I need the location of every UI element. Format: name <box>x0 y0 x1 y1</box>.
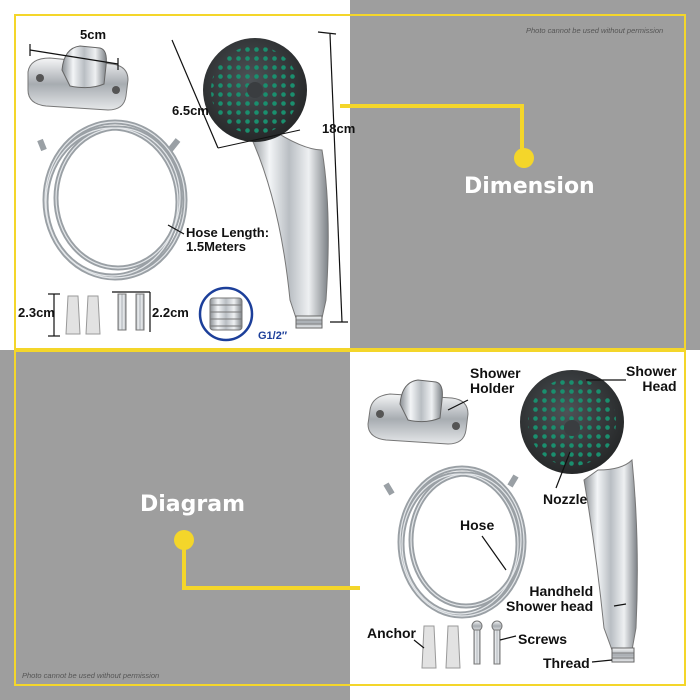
dimension-connector <box>340 104 524 158</box>
anchor-length-label: 2.3cm <box>18 305 55 320</box>
dimension-title: Dimension <box>464 174 595 199</box>
screws-image-top <box>112 291 151 332</box>
total-length-label: 18cm <box>322 121 356 136</box>
shower-head-label: Shower Head <box>626 363 677 394</box>
shower-head-image-bottom <box>520 370 638 663</box>
screws-label: Screws <box>518 631 568 647</box>
thread-label: Thread <box>543 655 590 671</box>
watermark-bottom: Photo cannot be used without permission <box>22 671 160 680</box>
shower-holder-label: Shower Holder <box>470 365 521 396</box>
holder-image-top <box>27 45 129 111</box>
dimension-label-panel <box>350 0 700 350</box>
head-width-line <box>171 39 219 149</box>
diagram-title: Diagram <box>140 492 246 517</box>
screw-length-label: 2.2cm <box>152 305 189 320</box>
anchor-label: Anchor <box>367 625 416 641</box>
diagram-connector <box>182 540 360 590</box>
watermark-top: Photo cannot be used without permission <box>526 26 664 35</box>
hose-length-label: Hose Length: 1.5Meters <box>186 225 270 254</box>
thread-fitting-image <box>198 286 254 342</box>
total-length-line <box>329 33 343 323</box>
hose-image-top <box>37 119 188 281</box>
holder-image-bottom <box>367 379 469 445</box>
thread-size-label: G1/2″ <box>258 330 288 342</box>
hose-label: Hose <box>460 517 495 533</box>
handheld-label: Handheld Shower head <box>506 583 594 614</box>
nozzle-label: Nozzle <box>543 491 588 507</box>
holder-width-label: 5cm <box>80 27 107 42</box>
dimension-dot <box>514 148 534 168</box>
anchors-image-top <box>48 293 101 337</box>
screws-image-bottom <box>471 620 503 665</box>
diagram-label-panel <box>0 350 350 700</box>
anchors-image-bottom <box>421 625 461 669</box>
hose-image-bottom <box>383 465 527 619</box>
holder-width-line <box>29 49 119 65</box>
shower-head-image-top <box>203 38 329 329</box>
head-width-label: 6.5cm <box>172 103 209 118</box>
